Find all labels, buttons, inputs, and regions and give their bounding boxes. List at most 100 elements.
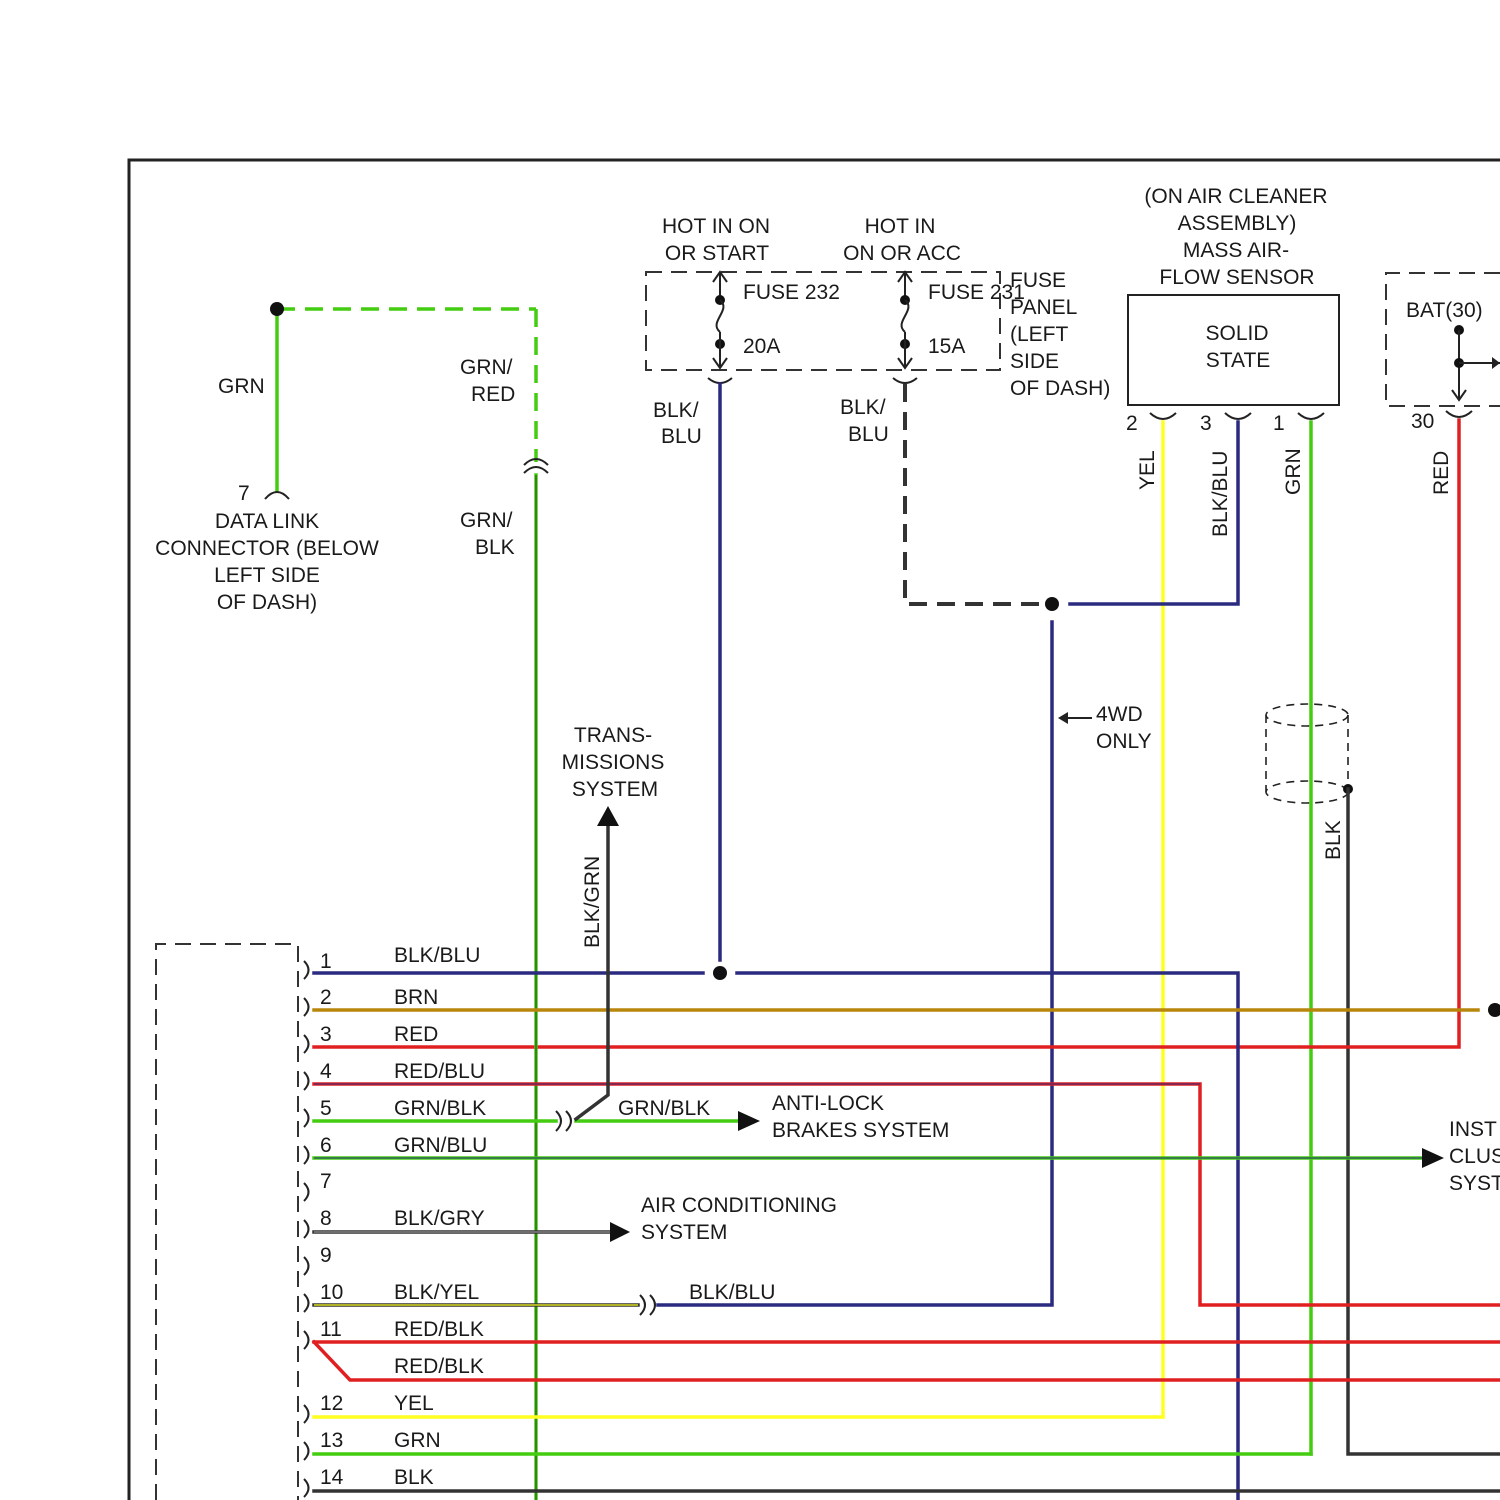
fuse-panel-label-line: OF DASH) — [1010, 377, 1110, 400]
wire-pin1-blkblu — [314, 973, 1238, 1500]
fuse-232-amp: 20A — [743, 335, 780, 358]
dlc-wire-grn-label: GRN — [218, 375, 265, 398]
dlc-wire-grnblk-label-a: GRN/ — [460, 509, 513, 532]
abs-wire-label: GRN/BLK — [618, 1097, 710, 1120]
pin-number: 10 — [320, 1281, 343, 1304]
pin-wire-label: RED — [394, 1023, 438, 1046]
dlc-wire-grnred-label-a: GRN/ — [460, 356, 513, 379]
splice-dot-pin2 — [1488, 1003, 1500, 1017]
connector-cavity-icons — [304, 961, 309, 1497]
fuse-panel-group: HOT IN ON OR START HOT IN ON OR ACC FUSE… — [646, 215, 1110, 960]
inline-connector-pin10 — [640, 1295, 655, 1315]
maf-pin1-terminal — [1298, 413, 1324, 419]
hot-in-on-start-label: OR START — [665, 242, 769, 265]
bat-box — [1386, 273, 1500, 406]
bat-pin-number: 30 — [1411, 410, 1434, 433]
maf-pin2-terminal — [1150, 413, 1176, 419]
pin-wire-label: YEL — [394, 1392, 434, 1415]
wire-fuse231-blkblu — [905, 384, 1052, 604]
ac-label: SYSTEM — [641, 1221, 727, 1244]
pin-wire-label: BLK/YEL — [394, 1281, 479, 1304]
pin-2-row — [314, 1003, 1500, 1017]
maf-wire-label-blkblu: BLK/BLU — [1209, 451, 1232, 537]
fwd-only-label: 4WD — [1096, 703, 1143, 726]
pin-wire-label: GRN/BLU — [394, 1134, 487, 1157]
fwd-only-label: ONLY — [1096, 730, 1152, 753]
pin-wire-label: BRN — [394, 986, 438, 1009]
pin-number: 13 — [320, 1429, 343, 1452]
fwd-only-arrow-icon — [1058, 712, 1092, 724]
trans-label-line: TRANS- — [574, 724, 652, 747]
pin-wire-label: GRN/BLK — [394, 1097, 486, 1120]
abs-label: ANTI-LOCK — [772, 1092, 884, 1115]
wire-pin4-redblu — [314, 1084, 1500, 1305]
fuse-231-amp: 15A — [928, 335, 965, 358]
trans-label-line: MISSIONS — [562, 751, 665, 774]
fuse-231-wire-label: BLU — [848, 423, 889, 446]
pin-wire-label: BLK — [394, 1466, 434, 1489]
fuse-232-icon — [708, 272, 732, 383]
fuse-232-name: FUSE 232 — [743, 281, 840, 304]
dlc-label: DATA LINK CONNECTOR (BELOW LEFT SIDE OF … — [155, 510, 379, 614]
abs-arrow-icon — [738, 1111, 760, 1131]
ac-label: AIR CONDITIONING — [641, 1194, 837, 1217]
pin-number: 1 — [320, 950, 332, 973]
pin-number: 6 — [320, 1134, 332, 1157]
fuse-panel-label-line: (LEFT — [1010, 323, 1069, 346]
fuse-panel-label: FUSE PANEL (LEFT SIDE OF DASH) — [1010, 269, 1110, 400]
fuse-231-wire-label: BLK/ — [840, 396, 886, 419]
trans-wire-label: BLK/GRN — [581, 856, 604, 948]
maf-pin3-terminal — [1225, 413, 1251, 419]
pin10-splice-wire-label: BLK/BLU — [689, 1281, 775, 1304]
pin-number: 8 — [320, 1207, 332, 1230]
splice-dot-dlc — [270, 302, 284, 316]
fuse-panel-label-line: PANEL — [1010, 296, 1077, 319]
dlc-label-line: LEFT SIDE — [214, 564, 320, 587]
maf-wire-label-grn: GRN — [1282, 448, 1305, 495]
dlc-label-line: CONNECTOR (BELOW — [155, 537, 379, 560]
maf-location-line: MASS AIR- — [1183, 239, 1289, 262]
maf-location-line: FLOW SENSOR — [1159, 266, 1314, 289]
hot-in-on-acc-label: HOT IN — [865, 215, 936, 238]
trans-label-line: SYSTEM — [572, 778, 658, 801]
bat-wire-label: RED — [1430, 451, 1453, 495]
maf-pin-number: 3 — [1200, 412, 1212, 435]
pin-number: 9 — [320, 1244, 332, 1267]
pin-labels: 1 BLK/BLU 2 BRN 3 RED 4 RED/BLU 5 GRN/BL… — [320, 944, 487, 1489]
fuse-232-wire-label: BLK/ — [653, 399, 699, 422]
hot-in-on-start-label: HOT IN ON — [662, 215, 770, 238]
pin-number: 3 — [320, 1023, 332, 1046]
fuse-panel-label-line: SIDE — [1010, 350, 1059, 373]
inst-label: SYST — [1449, 1172, 1500, 1195]
inline-connector-pin5 — [556, 1111, 571, 1131]
bat-pin-terminal — [1446, 411, 1472, 417]
maf-location-line: (ON AIR CLEANER — [1144, 185, 1327, 208]
bat-label: BAT(30) — [1406, 299, 1483, 322]
dlc-label-line: OF DASH) — [217, 591, 317, 614]
pin-number: 5 — [320, 1097, 332, 1120]
abs-label: BRAKES SYSTEM — [772, 1119, 949, 1142]
splice-dot-pin1 — [713, 966, 727, 980]
maf-sensor-group: (ON AIR CLEANER ASSEMBLY) MASS AIR- FLOW… — [1070, 185, 1339, 1454]
pin-wire-label: BLK/GRY — [394, 1207, 485, 1230]
inst-arrow-icon — [1422, 1148, 1444, 1168]
dlc-wire-grnred-label-b: RED — [471, 383, 515, 406]
pin-number: 11 — [320, 1318, 342, 1341]
dlc-pin-terminal — [265, 492, 289, 499]
maf-box-label: STATE — [1206, 349, 1271, 372]
inst-label: INST — [1449, 1118, 1497, 1141]
inst-label: CLUS — [1449, 1145, 1500, 1168]
pin-number: 7 — [320, 1170, 332, 1193]
fuse-232-wire-label: BLU — [661, 425, 702, 448]
dlc-label-line: DATA LINK — [215, 510, 319, 533]
pin-number: 4 — [320, 1060, 332, 1083]
pin-number: 14 — [320, 1466, 344, 1489]
maf-wire-label-yel: YEL — [1136, 450, 1159, 490]
pin-wire-label: BLK/BLU — [394, 944, 480, 967]
dlc-pin-number: 7 — [238, 482, 250, 505]
maf-pin-number: 1 — [1273, 412, 1285, 435]
maf-box-label: SOLID — [1205, 322, 1268, 345]
dlc-wire-grnblk-label-b: BLK — [475, 536, 515, 559]
fuse-231-icon — [893, 272, 917, 383]
